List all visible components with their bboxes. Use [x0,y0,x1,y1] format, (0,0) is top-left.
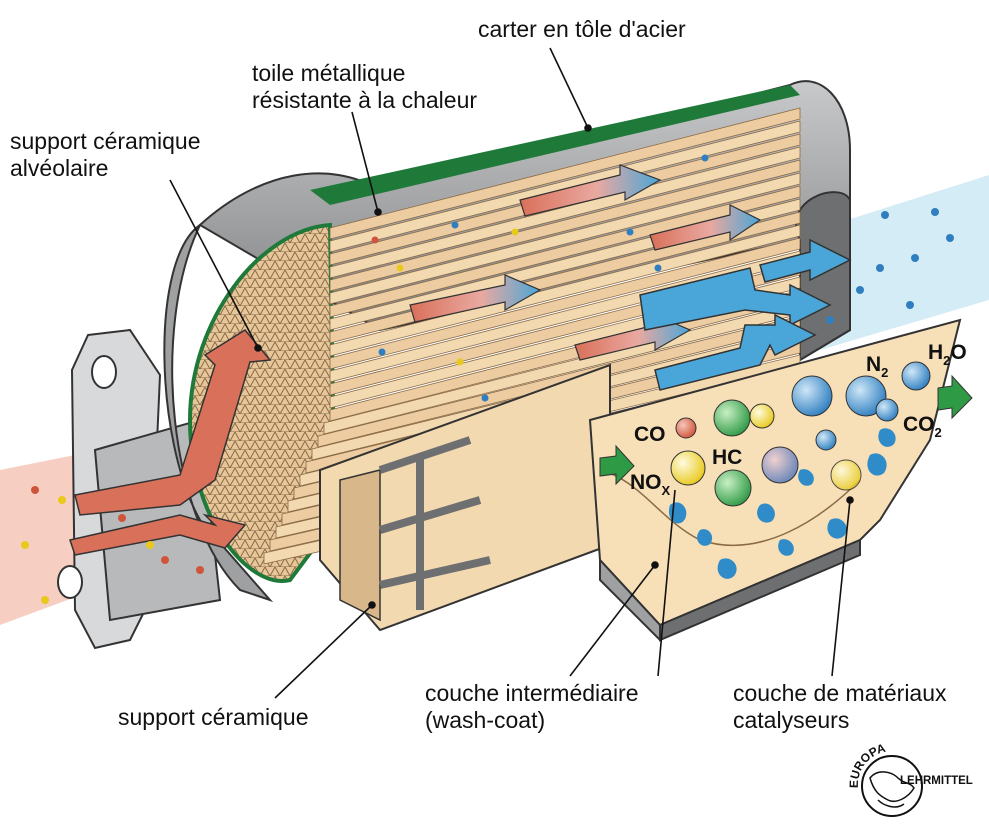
co2-label: CO2 [903,413,942,440]
leader-support-alv [169,179,259,349]
co-label: CO [634,423,666,446]
europa-lehrmittel-logo: EUROPA LEHRMITTEL [847,738,988,822]
label-support-alveolaire-line1: support céramique [10,128,201,154]
leader-couche-int [569,564,656,677]
label-carter: carter en tôle d'acier [478,16,686,42]
leader-dot [368,601,376,609]
leader-carter [549,47,589,129]
label-couche-catalyseurs-line1: couche de matériaux [733,680,947,706]
leader-toile [351,111,379,213]
label-support-ceramique: support céramique [118,704,309,730]
inlet-arrow [74,329,272,516]
reaction-molecules [670,361,931,507]
ceramic-channel [329,107,801,240]
channel-arrow [409,274,542,323]
chemical-labels: CO HC NOX N2 H2O CO2 [630,341,967,498]
ceramic-channel [329,224,801,357]
ceramic-channel [329,172,801,305]
reaction-out-arrow [937,374,973,420]
h2o-label: H2O [928,341,967,368]
channel-arrow [649,204,762,251]
catalyst-particles [668,428,896,579]
gas-particles [21,154,954,604]
ceramic-channel [329,159,801,292]
label-toile-line2: résistante à la chaleur [252,87,478,113]
channel-arrow [519,164,662,217]
label-couche-intermediaire-line2: (wash-coat) [425,707,546,733]
leader-dot [584,124,592,132]
label-couche-intermediaire-line1: couche intermédiaire [425,680,639,706]
n2-label: N2 [866,353,888,380]
svg-text:LEHRMITTEL: LEHRMITTEL [900,775,973,787]
leader-couche-int2 [657,489,676,677]
ceramic-channel [329,120,801,253]
leader-dot [254,344,262,352]
label-toile-line1: toile métallique [252,60,406,86]
ceramic-channel [329,237,801,370]
leader-dot [846,496,854,504]
label-support-alveolaire-line2: alvéolaire [10,155,109,181]
reaction-in-arrow [599,444,635,486]
label-couche-catalyseurs-line2: catalyseurs [733,707,850,733]
ceramic-support-block [319,363,611,632]
leader-support [274,604,373,699]
ceramic-channel [329,185,801,318]
nox-label: NOX [630,471,671,498]
flow-arrows [69,164,973,556]
outlet-arrow [639,267,832,331]
outlet-arrow [654,313,817,391]
leader-lines [169,47,854,699]
globe-icon [861,755,923,817]
inlet-arrow [69,513,247,556]
leader-dot [651,561,659,569]
hc-label: HC [712,446,742,469]
outlet-arrow [759,238,852,283]
leader-dot [374,208,382,216]
leader-couche-cat [831,499,851,677]
